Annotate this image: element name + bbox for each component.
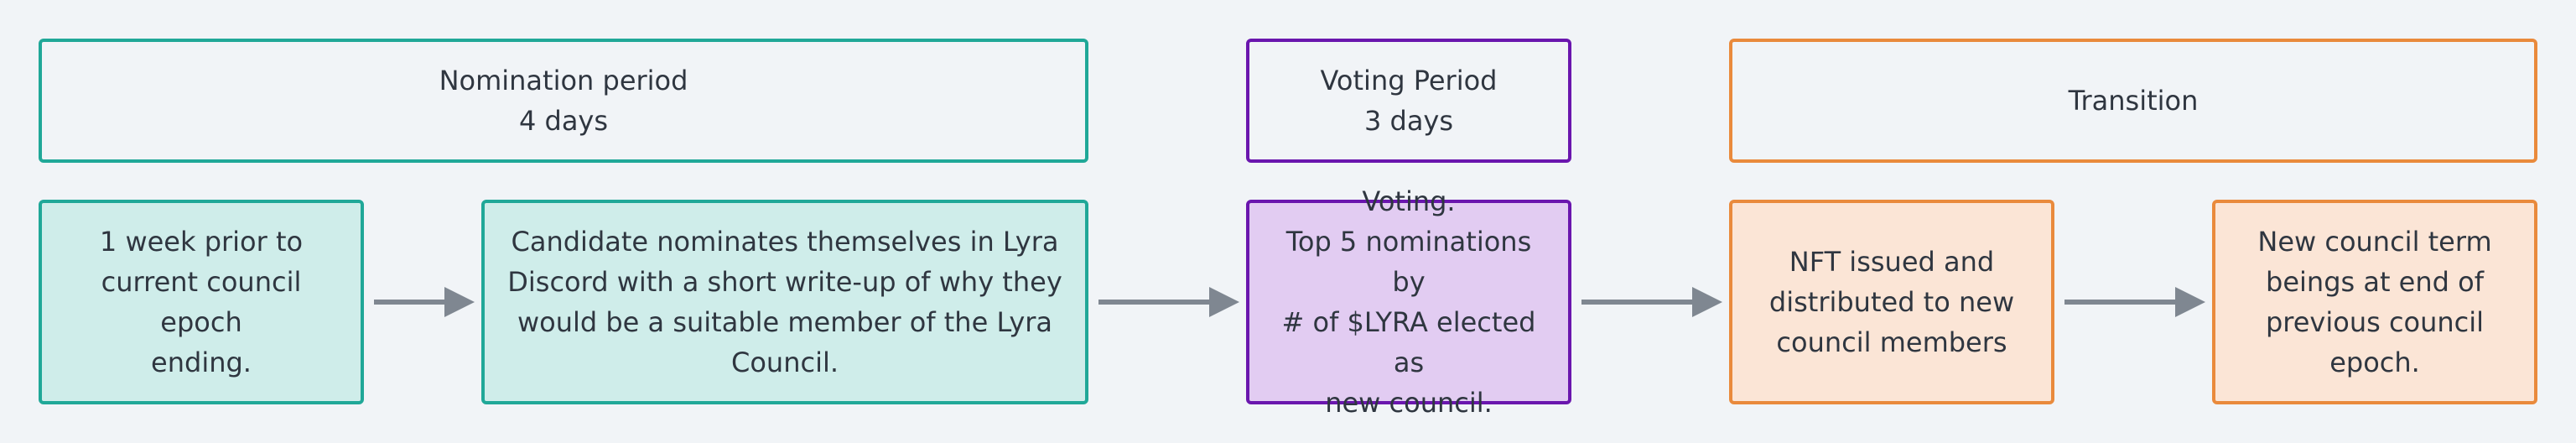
step-nft-issued: NFT issued and distributed to new counci… [1729,200,2054,404]
step-new-council-term: New council term beings at end of previo… [2212,200,2537,404]
step-candidate-nominates: Candidate nominates themselves in Lyra D… [481,200,1088,404]
nomination-period-header: Nomination period 4 days [39,39,1088,163]
step-voting: Voting. Top 5 nominations by # of $LYRA … [1246,185,1571,419]
voting-period-header: Voting Period 3 days [1246,39,1571,163]
transition-header: Transition [1729,39,2537,163]
step-one-week-prior: 1 week prior to current council epoch en… [39,200,364,404]
